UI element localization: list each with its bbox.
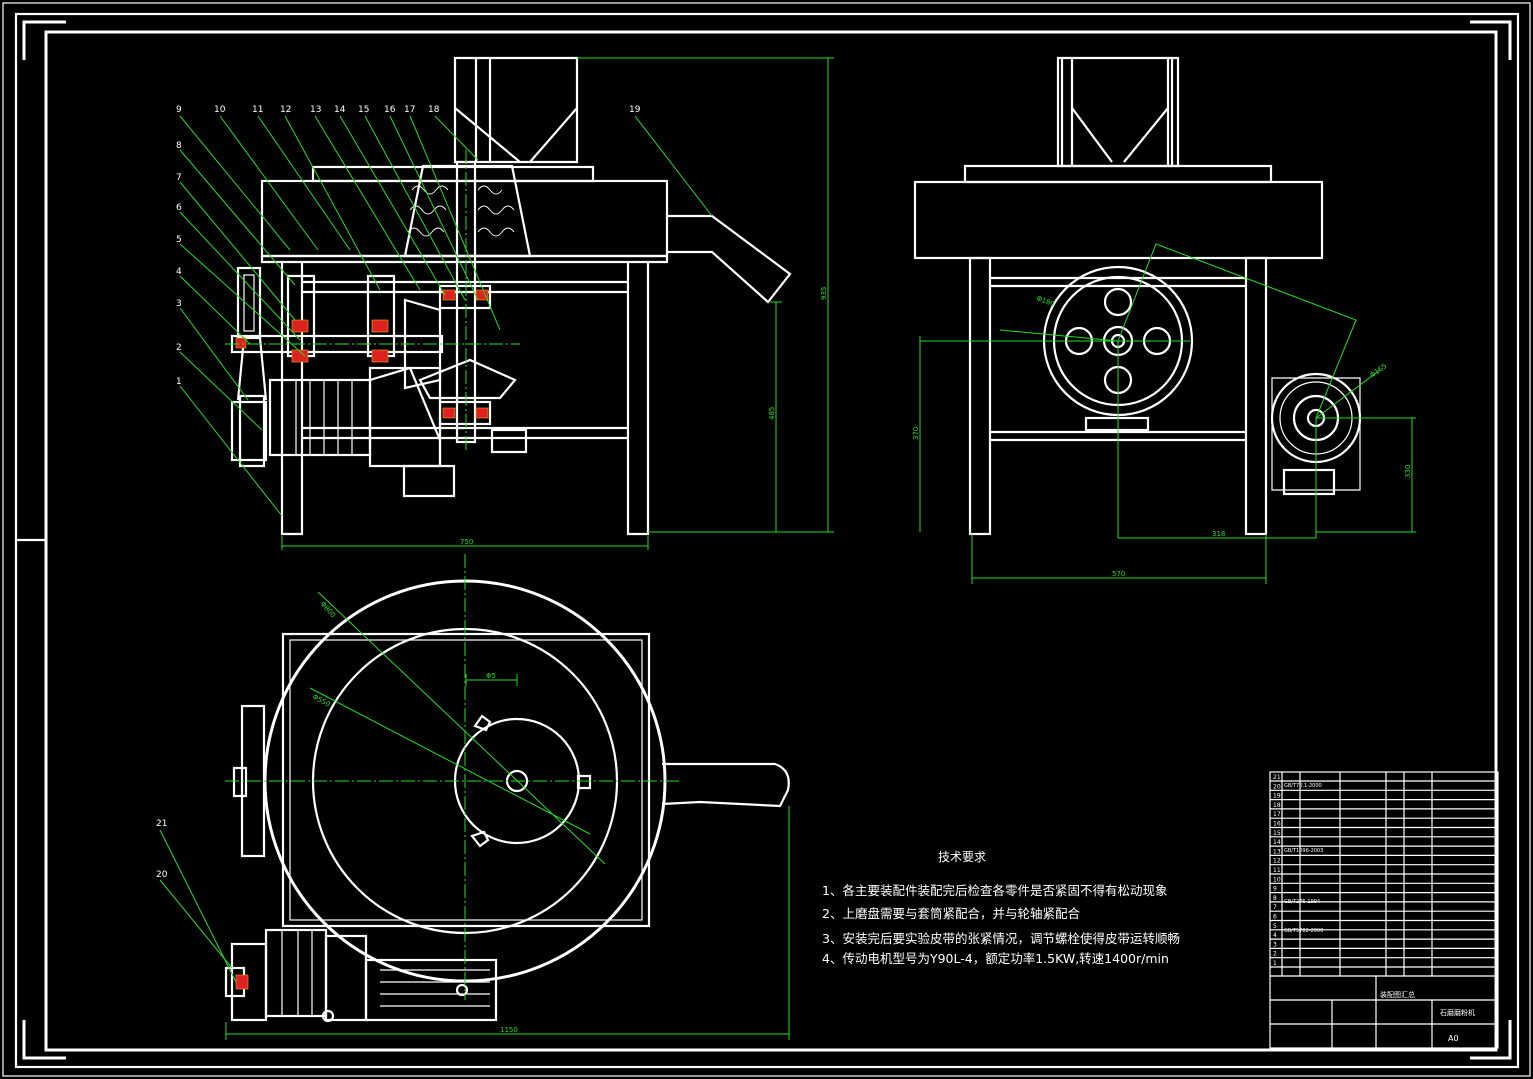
title-block-row-18: 18 (1273, 802, 1281, 809)
title-block-drawing-title: 石磨磨粉机 (1440, 1009, 1475, 1017)
tech-req-item-2: 2、上磨盘需要与套筒紧配合，并与轮轴紧配合 (822, 906, 1080, 921)
dim-top-width: 1150 (500, 1026, 518, 1034)
tech-req-title: 技术要求 (938, 850, 987, 864)
title-block-std-code: GB/T276-1994 (1284, 899, 1320, 905)
tech-req-item-4: 4、传动电机型号为Y90L-4，额定功率1.5KW,转速1400r/min (822, 951, 1169, 966)
part-number-9: 9 (176, 105, 182, 115)
dim-side-right-height: 330 (1404, 465, 1412, 478)
part-number-12: 12 (280, 105, 291, 115)
title-block-row-17: 17 (1273, 811, 1281, 818)
part-number-21: 21 (156, 819, 167, 829)
part-number-14: 14 (334, 105, 346, 115)
dim-front-height: 935 (820, 287, 828, 300)
part-number-11: 11 (252, 105, 263, 115)
title-block-row-9: 9 (1273, 886, 1277, 893)
title-block-rows: 212019181716151413121110987654321GB/T70.… (1270, 774, 1498, 968)
title-block-row-21: 21 (1273, 774, 1281, 781)
top-view (159, 554, 790, 1040)
part-number-3: 3 (176, 299, 182, 309)
tech-req-item-3: 3、安装完后要实验皮带的张紧情况，调节螺栓使得皮带运转顺畅 (822, 931, 1180, 946)
title-block-row-1: 1 (1273, 960, 1277, 967)
part-number-2: 2 (176, 343, 182, 353)
part-number-18: 18 (428, 105, 440, 115)
title-block-std-code: GB/T5782-2000 (1284, 928, 1323, 934)
part-number-17: 17 (404, 105, 415, 115)
dim-side-width: 570 (1112, 570, 1125, 578)
part-number-20: 20 (156, 870, 168, 880)
title-block-subtitle: 装配图汇总 (1380, 991, 1415, 999)
part-number-13: 13 (310, 105, 321, 115)
title-block-row-3: 3 (1273, 941, 1277, 948)
title-block-row-2: 2 (1273, 951, 1277, 958)
title-block-row-4: 4 (1273, 932, 1277, 939)
title-block-row-10: 10 (1273, 876, 1281, 883)
dim-side-left-height: 370 (912, 427, 920, 440)
title-block-row-11: 11 (1273, 867, 1281, 874)
title-block-row-8: 8 (1273, 895, 1277, 902)
bearing-markers (235, 289, 489, 419)
title-block-row-12: 12 (1273, 858, 1281, 865)
title-block-std-code: GB/T70.1-2000 (1284, 783, 1322, 789)
title-block: 212019181716151413121110987654321GB/T70.… (1269, 771, 1499, 1049)
dim-side-offset: 318 (1212, 530, 1225, 538)
part-number-8: 8 (176, 141, 182, 151)
part-number-1: 1 (176, 377, 182, 387)
dim-top-outer-dia: Φ800 (319, 600, 338, 619)
side-view (913, 56, 1416, 584)
title-block-row-6: 6 (1273, 914, 1277, 921)
part-number-15: 15 (358, 105, 369, 115)
part-number-5: 5 (176, 235, 182, 245)
part-number-10: 10 (214, 105, 226, 115)
title-block-row-15: 15 (1273, 830, 1281, 837)
part-number-4: 4 (176, 267, 182, 277)
part-number-6: 6 (176, 203, 182, 213)
dim-side-pulley-dia-2: Φ165 (1368, 362, 1388, 380)
part-number-16: 16 (384, 105, 396, 115)
title-block-row-16: 16 (1273, 821, 1281, 828)
title-block-row-7: 7 (1273, 904, 1277, 911)
title-block-std-code: GB/T1096-2003 (1284, 848, 1323, 854)
front-view (179, 56, 834, 550)
dim-top-hub: Φ5 (486, 672, 496, 680)
dim-top-inner-dia: Φ550 (311, 693, 331, 709)
title-block-row-13: 13 (1273, 848, 1281, 855)
front-leaders (179, 115, 713, 517)
part-number-7: 7 (176, 173, 182, 183)
dim-front-mid-height: 485 (768, 407, 776, 420)
title-block-row-5: 5 (1273, 923, 1277, 930)
title-block-row-20: 20 (1273, 783, 1281, 790)
dim-side-pulley-dia-1: Φ180 (1035, 294, 1055, 308)
dim-front-width: 750 (460, 538, 473, 546)
title-block-row-19: 19 (1273, 793, 1281, 800)
tech-req-item-1: 1、各主要装配件装配完后检查各零件是否紧固不得有松动现象 (822, 883, 1168, 898)
title-block-row-14: 14 (1273, 839, 1281, 846)
title-block-sheet-size: A0 (1448, 1034, 1459, 1043)
part-number-19: 19 (629, 105, 641, 115)
